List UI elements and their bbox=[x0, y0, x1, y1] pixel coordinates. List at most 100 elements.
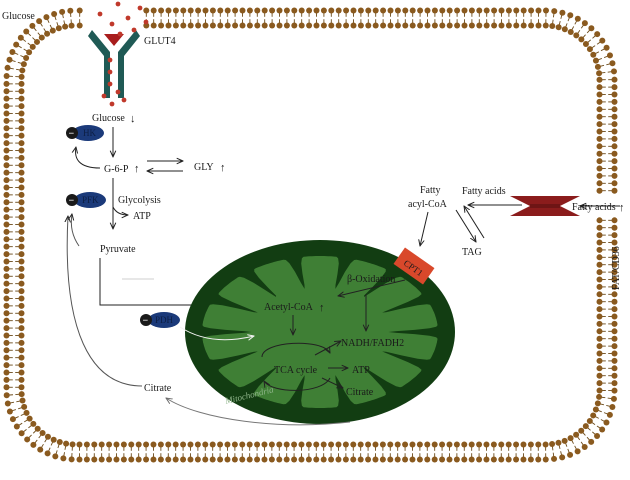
lipid-head bbox=[165, 442, 171, 448]
lipid-head bbox=[597, 306, 603, 312]
lipid-head bbox=[4, 266, 10, 272]
lipid-head bbox=[225, 8, 231, 14]
lipid-head bbox=[491, 457, 497, 463]
lipid-head bbox=[612, 351, 618, 357]
lipid-head bbox=[476, 457, 482, 463]
lipid-head bbox=[298, 442, 304, 448]
lipid-head bbox=[180, 8, 186, 14]
lipid-head bbox=[30, 442, 36, 448]
lipid-head bbox=[19, 214, 25, 220]
lipid-head bbox=[4, 221, 10, 227]
lipid-head bbox=[611, 396, 617, 402]
acylcoa-to-tag-arrow bbox=[456, 210, 476, 242]
lipid-head bbox=[365, 442, 371, 448]
lipid-head bbox=[476, 23, 482, 29]
lipid-head bbox=[19, 288, 25, 294]
lipid-head bbox=[276, 442, 282, 448]
lipid-head bbox=[10, 416, 16, 422]
lipid-head bbox=[173, 8, 179, 14]
lipid-head bbox=[166, 23, 172, 29]
lipid-head bbox=[612, 99, 618, 105]
lipid-head bbox=[269, 442, 275, 448]
lipid-head bbox=[402, 442, 408, 448]
lipid-head bbox=[299, 8, 305, 14]
glucose-molecule bbox=[108, 82, 113, 87]
lipid-head bbox=[19, 369, 25, 375]
lipid-head bbox=[612, 358, 618, 364]
lipid-head bbox=[609, 404, 615, 410]
lipid-head bbox=[594, 433, 600, 439]
lipid-head bbox=[432, 442, 438, 448]
lipid-head bbox=[417, 457, 423, 463]
lipid-head bbox=[528, 442, 534, 448]
lipid-head bbox=[351, 8, 357, 14]
lipid-head bbox=[76, 457, 82, 463]
lipid-head bbox=[45, 434, 51, 440]
lipid-head bbox=[388, 23, 394, 29]
lipid-head bbox=[556, 24, 562, 30]
lipid-head bbox=[446, 457, 452, 463]
lipid-head bbox=[506, 457, 512, 463]
lipid-head bbox=[166, 8, 172, 14]
lipid-head bbox=[595, 400, 601, 406]
lipid-head bbox=[113, 442, 119, 448]
g6p-label: G-6-P bbox=[104, 164, 129, 175]
lipid-head bbox=[573, 432, 579, 438]
lipid-head bbox=[336, 23, 342, 29]
lipid-head bbox=[402, 8, 408, 14]
lipid-head bbox=[21, 61, 27, 67]
lipid-head bbox=[597, 343, 603, 349]
lipid-head bbox=[136, 457, 142, 463]
lipid-head bbox=[63, 441, 69, 447]
lipid-head bbox=[4, 236, 10, 242]
lipid-head bbox=[402, 457, 408, 463]
citrate-feedback-arrow bbox=[67, 216, 142, 386]
lipid-head bbox=[597, 291, 603, 297]
lipid-head bbox=[4, 384, 10, 390]
lipid-head bbox=[143, 442, 149, 448]
lipid-head bbox=[26, 49, 32, 55]
lipid-head bbox=[298, 457, 304, 463]
lipid-head bbox=[417, 442, 423, 448]
lipid-head bbox=[528, 8, 534, 14]
lipid-head bbox=[597, 269, 603, 275]
glucose-molecule bbox=[102, 94, 107, 99]
glucose-molecule bbox=[108, 70, 113, 75]
lipid-head bbox=[4, 184, 10, 190]
lipid-head bbox=[19, 125, 25, 131]
lipid-head bbox=[597, 121, 603, 127]
lipid-head bbox=[597, 166, 603, 172]
lipid-head bbox=[498, 457, 504, 463]
acetyl-coa-up-arrow: ↑ bbox=[319, 302, 325, 314]
lipid-head bbox=[568, 29, 574, 35]
lipid-head bbox=[483, 457, 489, 463]
lipid-head bbox=[19, 170, 25, 176]
lipid-head bbox=[597, 240, 603, 246]
lipid-head bbox=[19, 177, 25, 183]
lipid-head bbox=[232, 442, 238, 448]
lipid-head bbox=[597, 84, 603, 90]
lipid-head bbox=[597, 180, 603, 186]
lipid-head bbox=[597, 373, 603, 379]
lipid-head bbox=[19, 244, 25, 250]
lipid-head bbox=[19, 362, 25, 368]
lipid-head bbox=[583, 41, 589, 47]
lipid-head bbox=[4, 288, 10, 294]
lipid-head bbox=[597, 158, 603, 164]
lipid-head bbox=[380, 23, 386, 29]
lipid-head bbox=[612, 84, 618, 90]
atp-side-arrow bbox=[113, 207, 128, 215]
lipid-head bbox=[612, 225, 618, 231]
lipid-head bbox=[19, 355, 25, 361]
lipid-head bbox=[395, 23, 401, 29]
lipid-head bbox=[247, 23, 253, 29]
lipid-head bbox=[195, 457, 201, 463]
lipid-head bbox=[23, 55, 29, 61]
lipid-head bbox=[612, 92, 618, 98]
lipid-head bbox=[597, 358, 603, 364]
lipid-head bbox=[587, 418, 593, 424]
pdh-label: PDH bbox=[155, 315, 174, 325]
lipid-head bbox=[559, 10, 565, 16]
lipid-head bbox=[4, 155, 10, 161]
lipid-head bbox=[439, 23, 445, 29]
